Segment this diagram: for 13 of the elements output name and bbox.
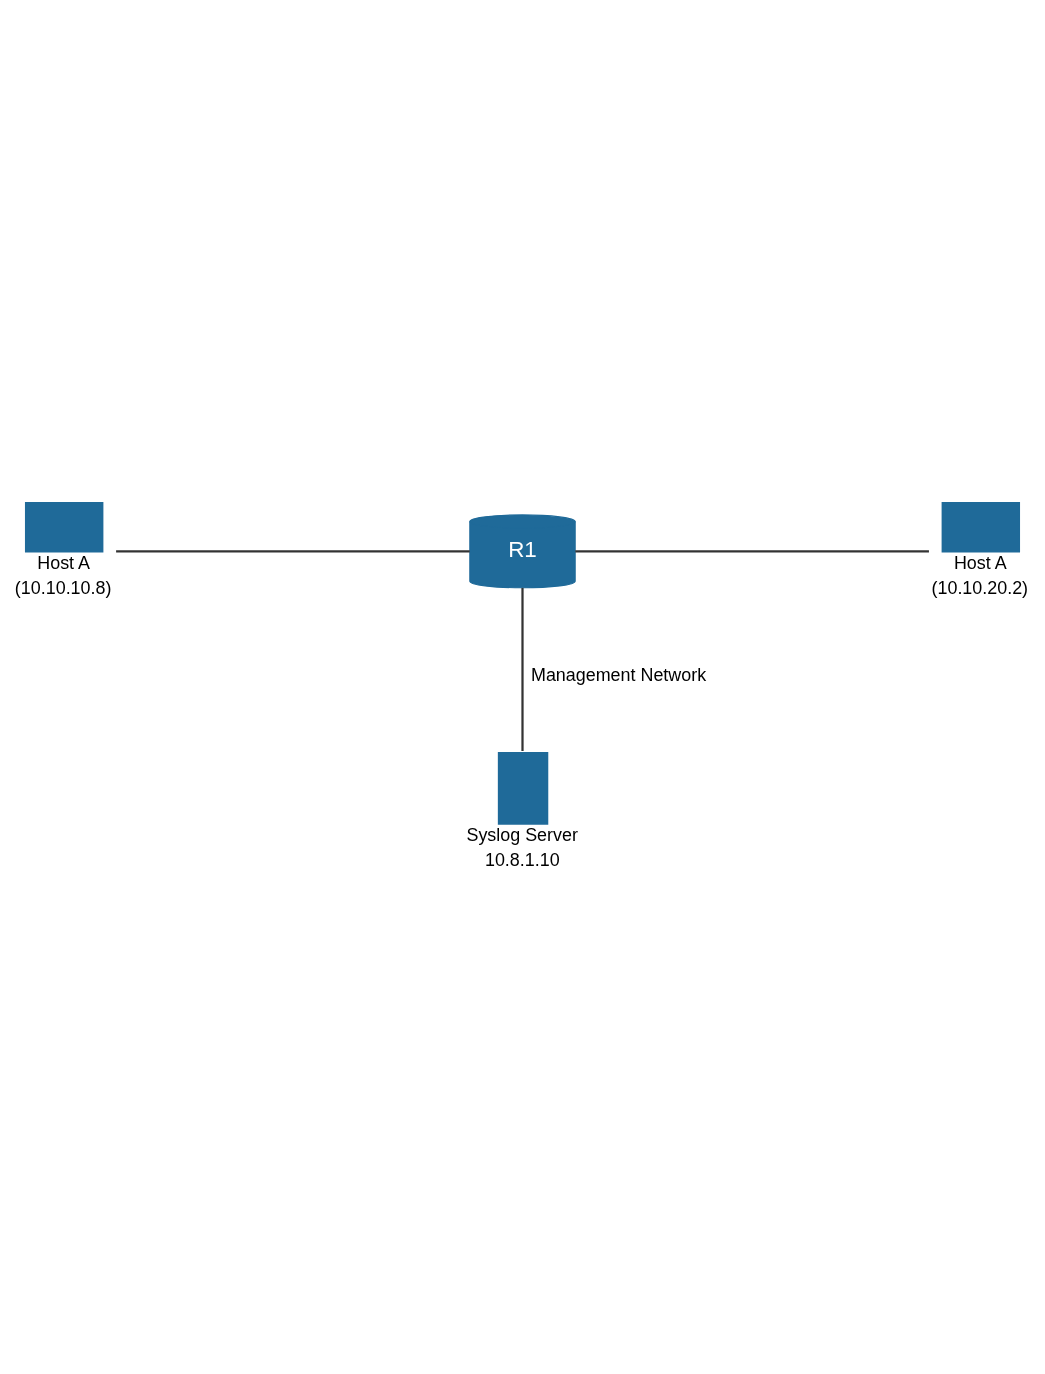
node-label: (10.10.10.8): [14, 577, 112, 598]
node-label: Host A: [953, 552, 1007, 573]
node-label: 10.8.1.10: [484, 849, 560, 870]
node-box: [941, 501, 1021, 552]
node-box: [24, 501, 104, 552]
edge-label: Management Network: [530, 664, 707, 685]
node-box: [497, 751, 549, 825]
node-label: Host A: [37, 552, 91, 573]
connector: [575, 549, 929, 552]
connector: [521, 587, 524, 751]
node-label: Syslog Server: [466, 824, 578, 845]
connector: [116, 549, 470, 552]
node-label: (10.10.20.2): [931, 577, 1029, 598]
